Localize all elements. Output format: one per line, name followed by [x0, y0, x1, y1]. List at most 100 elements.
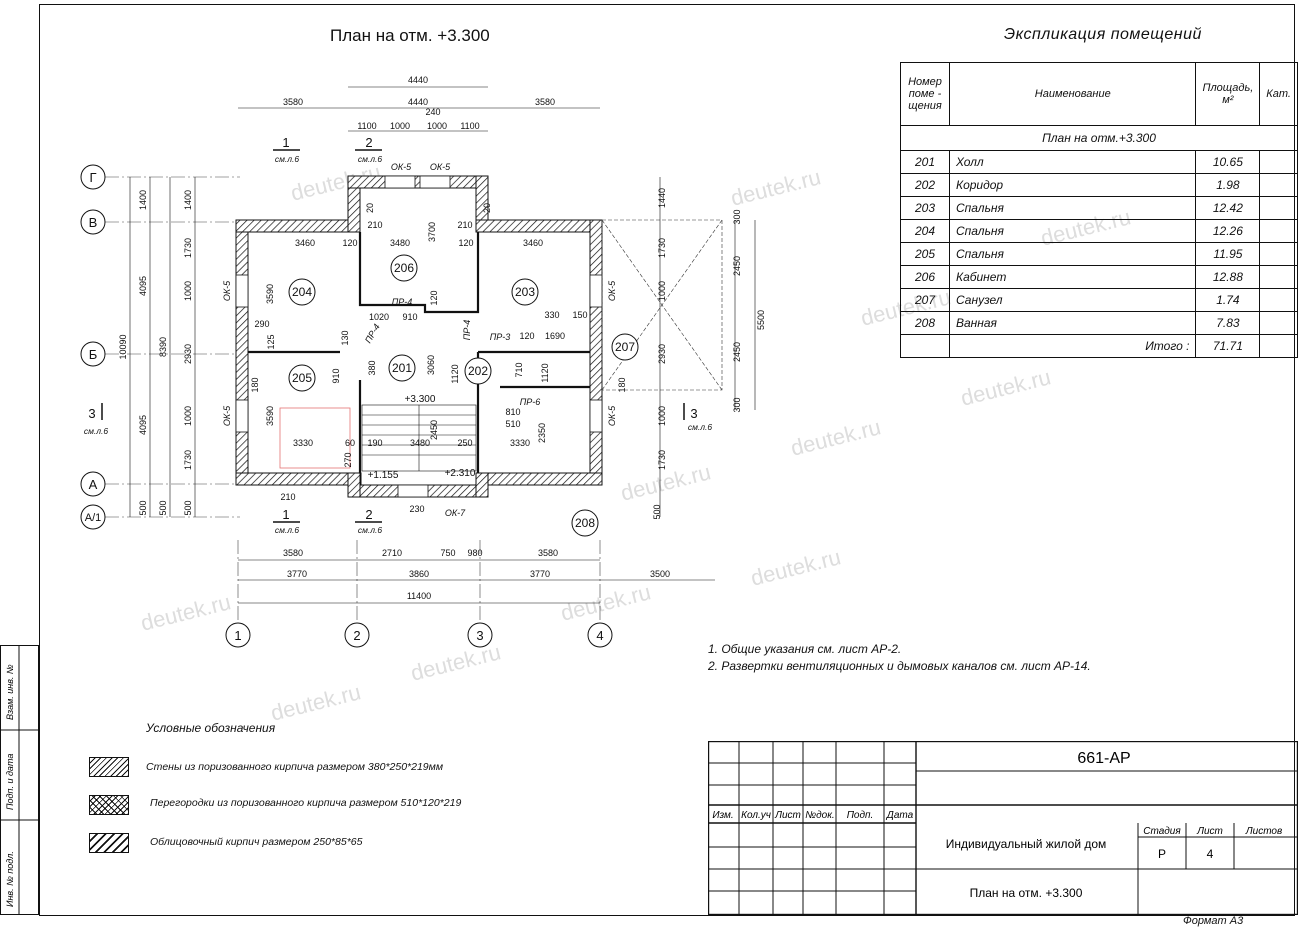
dim-label: 3060 — [426, 355, 436, 375]
dim-label: 2930 — [183, 344, 193, 364]
room-tag-label: 204 — [292, 285, 312, 299]
window-label: ОК-5 — [391, 162, 412, 172]
dim-label: 3500 — [650, 569, 670, 579]
dim-label: 1440 — [657, 188, 667, 208]
dim-label: 1730 — [657, 450, 667, 470]
floor-plan: Г В Б А А/1 1 2 3 4 201 202 203 204 205 … — [80, 75, 766, 648]
dim-label: 1730 — [183, 450, 193, 470]
side-strip-label: Инв. № подл. — [5, 851, 15, 907]
dim-label: 2450 — [732, 342, 742, 362]
room-category — [1259, 219, 1298, 243]
stamp-col-header: Изм. — [712, 810, 733, 821]
level-mark: +3.300 — [405, 394, 436, 405]
window-label: ОК-5 — [430, 162, 451, 172]
stamp-col-header: Дата — [886, 810, 914, 821]
stamp-col-header: №док. — [805, 810, 834, 821]
dim-label: 150 — [572, 310, 587, 320]
room-name: Холл — [948, 150, 1197, 174]
sheet-title: План на отм. +3.300 — [970, 886, 1083, 900]
dim-label: 910 — [331, 368, 341, 383]
dim-label: 500 — [183, 500, 193, 515]
dim-label: 1000 — [183, 406, 193, 426]
drawing-frame — [39, 4, 1295, 916]
dim-label: 4440 — [408, 97, 428, 107]
axis-label: 2 — [353, 628, 360, 643]
window-label: ОК-7 — [445, 508, 466, 518]
room-tag-label: 203 — [515, 285, 535, 299]
door-label: ПР-3 — [490, 332, 511, 342]
stamp-sheet-label: Лист — [1196, 826, 1223, 837]
axis-label: Б — [89, 347, 98, 362]
window-label: ОК-5 — [222, 280, 232, 301]
room-area: 1.98 — [1195, 173, 1261, 197]
dim-label: 300 — [732, 397, 742, 412]
dim-label: 980 — [467, 548, 482, 558]
room-category — [1259, 242, 1298, 266]
door-label: ПР-6 — [520, 397, 541, 407]
legend-swatch-walls — [89, 757, 129, 777]
dim-label: 210 — [280, 492, 295, 502]
axis-lines — [105, 176, 601, 622]
room-tag-label: 206 — [394, 261, 414, 275]
dim-label: 1730 — [183, 238, 193, 258]
window-label: ОК-5 — [222, 405, 232, 426]
section-ref: см.л.6 — [688, 422, 713, 432]
note-item: 1. Общие указания см. лист АР-2. — [708, 642, 902, 656]
room-number: 207 — [900, 288, 950, 312]
dimension-lines — [129, 86, 756, 604]
dim-label: 2450 — [732, 256, 742, 276]
document-code: 661-АР — [1077, 750, 1130, 767]
dim-label: 3770 — [530, 569, 550, 579]
room-area: 12.26 — [1195, 219, 1261, 243]
room-area: 7.83 — [1195, 311, 1261, 335]
room-category — [1259, 265, 1298, 289]
dim-label: 210 — [367, 220, 382, 230]
section-mark: 3 — [88, 406, 95, 421]
dim-label: 230 — [409, 504, 424, 514]
level-mark: +2.310 — [445, 468, 476, 479]
dim-label: 1020 — [369, 312, 389, 322]
dim-label: 3770 — [287, 569, 307, 579]
header-category: Кат. — [1259, 62, 1298, 126]
dim-label: 8390 — [158, 337, 168, 357]
room-number: 206 — [900, 265, 950, 289]
room-name: Коридор — [948, 173, 1197, 197]
dim-label: 250 — [457, 438, 472, 448]
dim-label: 3590 — [265, 284, 275, 304]
legend-swatch-facing — [89, 833, 129, 853]
title-block: 661-АР Изм. Кол.уч Лист №док. Подп. Дата… — [708, 741, 1298, 915]
side-strip: Инв. № подл. Подп. и дата Взам. инв. № — [0, 645, 39, 915]
axis-label: 3 — [476, 628, 483, 643]
stamp-sheet: 4 — [1207, 847, 1214, 861]
header-number: Номер поме - щения — [900, 62, 950, 126]
room-category — [1259, 311, 1298, 335]
room-tag-label: 205 — [292, 371, 312, 385]
dim-label: 910 — [402, 312, 417, 322]
dim-label: 4095 — [138, 276, 148, 296]
section-cut-lines — [101, 149, 685, 523]
axis-label: В — [89, 215, 98, 230]
room-tag-label: 207 — [615, 340, 635, 354]
section-ref: см.л.6 — [275, 154, 300, 164]
axis-label: Г — [89, 170, 96, 185]
stamp-stage: Р — [1158, 847, 1166, 861]
dim-label: 3580 — [283, 548, 303, 558]
dim-label: 1100 — [460, 121, 479, 131]
axis-label: А/1 — [85, 512, 102, 524]
dim-label: 3460 — [523, 238, 543, 248]
section-ref: см.л.6 — [358, 154, 383, 164]
dim-label: 2710 — [382, 548, 402, 558]
section-ref: см.л.6 — [358, 525, 383, 535]
terrace-outline — [601, 219, 723, 391]
section-mark: 2 — [365, 135, 372, 150]
dim-label: 270 — [343, 452, 353, 467]
dim-label: 3330 — [510, 438, 530, 448]
total-row: Итого :71.71 — [900, 334, 1298, 358]
section-mark: 2 — [365, 507, 372, 522]
legend-swatch-partitions — [89, 795, 129, 815]
axis-bubbles — [80, 164, 613, 648]
dim-label: 1400 — [138, 190, 148, 210]
dim-label: 1690 — [545, 331, 565, 341]
